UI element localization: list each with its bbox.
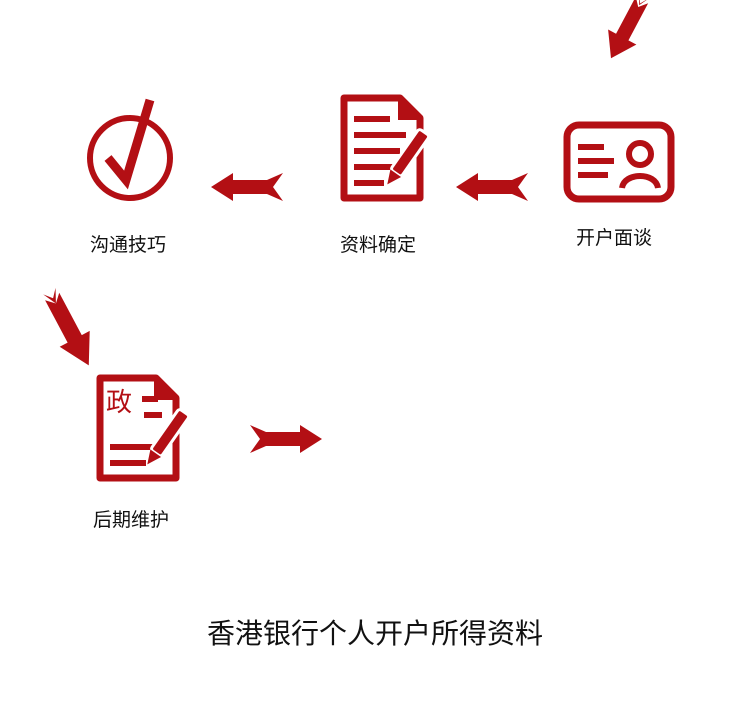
step-label-maintenance: 后期维护 bbox=[93, 509, 170, 531]
id-card-icon bbox=[563, 121, 675, 203]
arrow-left-icon bbox=[211, 173, 283, 201]
step-label-communication-skills: 沟通技巧 bbox=[90, 234, 167, 256]
checkmark-circle-icon bbox=[87, 98, 173, 201]
document-pen-icon bbox=[340, 94, 431, 202]
arrow-left-icon bbox=[456, 173, 528, 201]
step-label-confirm-documents: 资料确定 bbox=[340, 234, 417, 256]
policy-document-pen-icon bbox=[96, 374, 191, 482]
policy-badge: 政 bbox=[106, 388, 133, 418]
caption: 香港银行个人开户所得资料 bbox=[206, 617, 543, 650]
arrow-right-icon bbox=[250, 425, 322, 453]
arrow-down-left-icon bbox=[608, 0, 651, 59]
step-label-interview: 开户面谈 bbox=[576, 227, 653, 249]
arrow-down-right-icon bbox=[43, 287, 90, 366]
